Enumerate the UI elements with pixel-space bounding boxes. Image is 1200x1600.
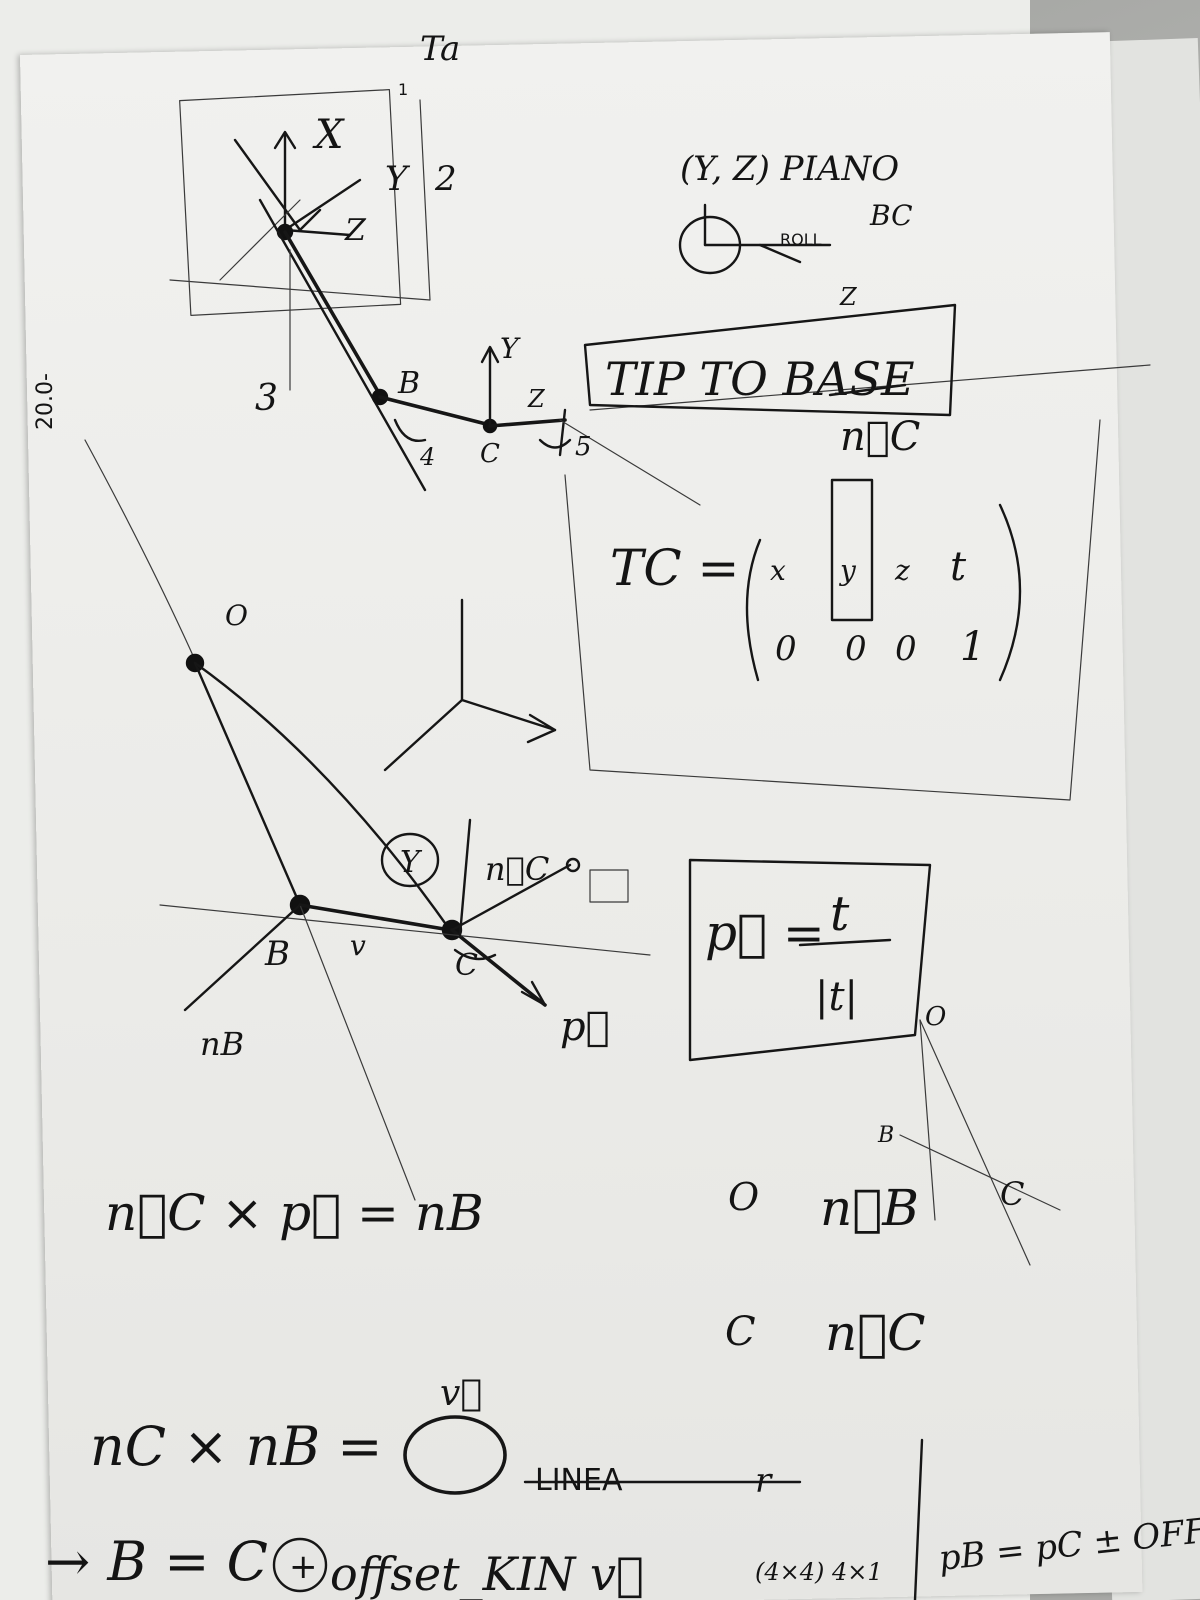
eq-dims: (4×4) 4×1 bbox=[755, 1558, 883, 1586]
obc-diagram: O B C bbox=[877, 1002, 1061, 1266]
frame-z-label: Z bbox=[527, 385, 546, 413]
eq-offset: offset_KIN v⃗ bbox=[330, 1547, 644, 1600]
bc-label: BC bbox=[869, 199, 913, 232]
matrix-r1c4: t bbox=[950, 544, 967, 590]
matrix-r1c1: x bbox=[770, 554, 786, 587]
p-formula-box: p⃗ = t |t| bbox=[688, 858, 932, 1062]
top-left-sketch: X Y Z 1 2 3 4 5 B C Y Z bbox=[169, 80, 1151, 506]
mid-c-label: C bbox=[455, 948, 478, 983]
plane-title: (Y, Z) PIANO bbox=[680, 149, 899, 189]
axis-x-label: X bbox=[312, 112, 345, 158]
eq-c: C bbox=[725, 1309, 756, 1355]
num-1: 1 bbox=[398, 80, 408, 99]
num-5: 5 bbox=[575, 432, 592, 462]
matrix-lhs: TC = bbox=[610, 539, 739, 597]
eq-nc-cross-nb: nC × nB = bbox=[90, 1415, 383, 1478]
obc-o: O bbox=[925, 1002, 946, 1032]
eq-nc-vec: n⃗C bbox=[825, 1304, 925, 1362]
mid-o-label: O bbox=[225, 599, 248, 632]
axis-y-label: Y bbox=[385, 159, 411, 199]
tip-to-base-nc: n⃗C bbox=[840, 414, 920, 460]
eq-pb: pB = pC ± OFFSET·vB bbox=[937, 1498, 1200, 1579]
roll-label: ROLL bbox=[780, 230, 822, 249]
small-axes bbox=[383, 598, 557, 772]
mid-b-label: B bbox=[264, 934, 290, 974]
eq-nb-vec: n⃗B bbox=[820, 1179, 919, 1237]
plane-z-label: Z bbox=[839, 283, 858, 311]
num-4: 4 bbox=[419, 443, 435, 471]
axis-z-label: Z bbox=[344, 213, 367, 248]
p-denominator: |t| bbox=[815, 974, 858, 1020]
eq-plus: + bbox=[289, 1547, 318, 1587]
p-lhs: p⃗ = bbox=[705, 904, 825, 962]
mid-nc-label: n⃗C bbox=[485, 850, 549, 888]
eq-o: O bbox=[728, 1175, 759, 1219]
point-b-label: B bbox=[397, 366, 420, 401]
num-2: 2 bbox=[434, 159, 457, 199]
mid-y-label: Y bbox=[400, 845, 423, 880]
scrap-text: Ta bbox=[420, 29, 460, 69]
tip-to-base-box: TIP TO BASE n⃗C bbox=[583, 303, 957, 460]
equations: n⃗C × p⃗ = nB O n⃗B C n⃗C v⃗ nC × nB = L… bbox=[45, 1175, 1200, 1600]
obc-c: C bbox=[1000, 1175, 1024, 1213]
mid-nb-label: nB bbox=[200, 1025, 244, 1063]
plane-note: (Y, Z) PIANO BC ROLL Z bbox=[678, 149, 913, 311]
cross-product-equation: n⃗C × p⃗ = nB bbox=[105, 1184, 484, 1242]
matrix-r2c2: 0 bbox=[845, 629, 867, 669]
margin-note: 20.0- bbox=[33, 373, 58, 430]
mid-v-label: v bbox=[350, 929, 366, 962]
eq-struck-word: LINEA bbox=[535, 1463, 623, 1498]
eq-r: r bbox=[755, 1461, 773, 1501]
mid-p-label: p⃗ bbox=[560, 1004, 610, 1050]
matrix-r1c3: z bbox=[894, 554, 910, 587]
num-3: 3 bbox=[255, 378, 278, 419]
tip-to-base-label: TIP TO BASE bbox=[605, 352, 915, 406]
eq-b-equals-c: → B = C bbox=[45, 1530, 268, 1593]
matrix-r2c4: 1 bbox=[960, 624, 985, 670]
p-numerator: t bbox=[830, 886, 850, 942]
point-c-label: C bbox=[480, 439, 500, 469]
matrix-box: TC = x y z t 0 0 0 1 bbox=[564, 419, 1101, 801]
obc-b: B bbox=[877, 1123, 894, 1148]
eq-v-vec: v⃗ bbox=[440, 1373, 482, 1414]
middle-sketch: O B C Y n⃗C v nB p⃗ bbox=[84, 439, 651, 1201]
frame-y-label: Y bbox=[500, 332, 521, 365]
matrix-r2c3: 0 bbox=[895, 629, 917, 669]
matrix-r1c2: y bbox=[838, 554, 857, 587]
matrix-r2c1: 0 bbox=[775, 629, 797, 669]
